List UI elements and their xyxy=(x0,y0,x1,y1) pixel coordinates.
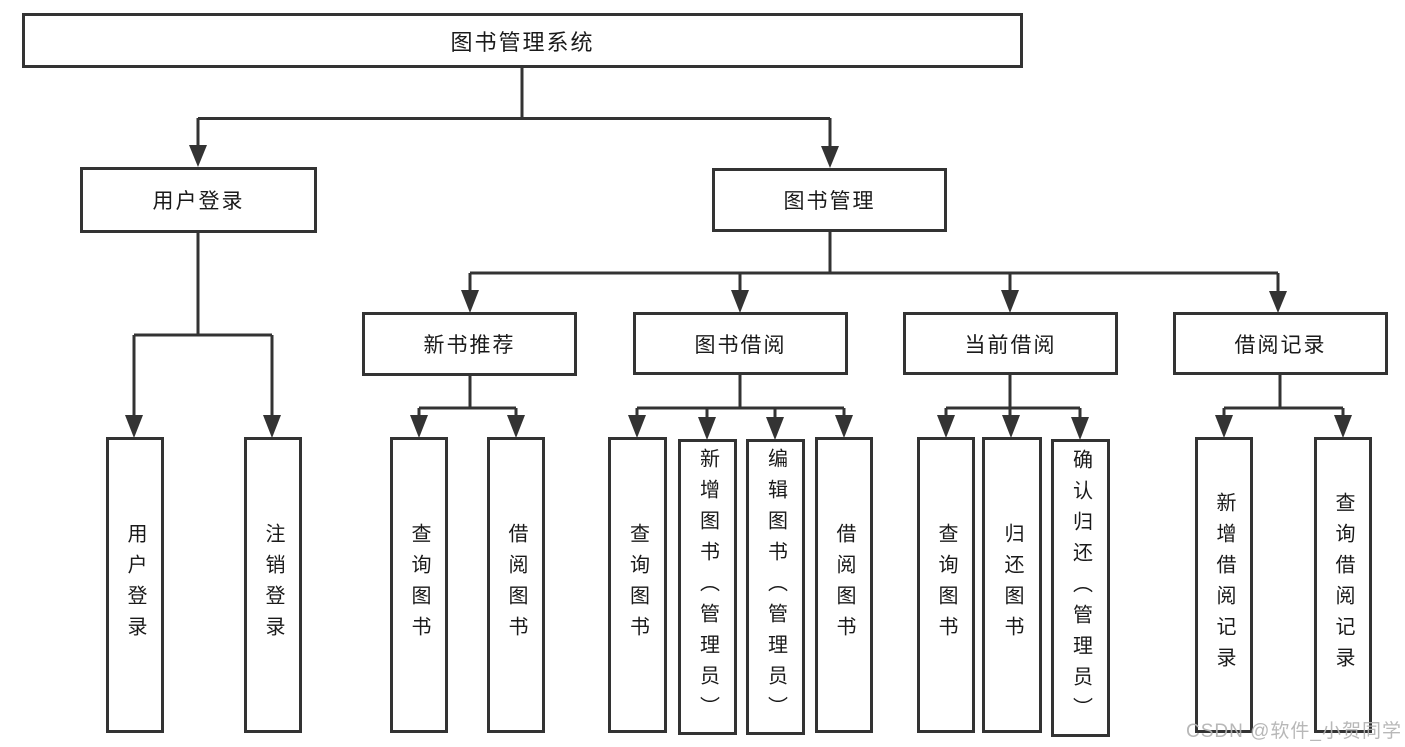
node-label: 图书借阅 xyxy=(694,333,787,357)
leaf-borrow-books-borrowing: 借阅图书 xyxy=(815,437,873,733)
node-label: 借阅图书 xyxy=(833,523,855,647)
node-label: 注销登录 xyxy=(262,523,284,647)
node-label: 查询图书 xyxy=(626,523,649,647)
node-label: 确认归还（管理员） xyxy=(1069,448,1092,728)
node-label: 图书管理 xyxy=(783,190,876,213)
node-label: 查询借阅记录 xyxy=(1332,492,1354,678)
leaf-add-borrow-record: 新增借阅记录 xyxy=(1195,437,1253,733)
leaf-user-login: 用户登录 xyxy=(106,437,164,733)
leaf-logout: 注销登录 xyxy=(244,437,302,733)
node-book-borrowing: 图书借阅 xyxy=(633,312,848,375)
node-label: 查询图书 xyxy=(935,523,957,647)
leaf-query-books-current: 查询图书 xyxy=(917,437,975,733)
node-user-login: 用户登录 xyxy=(80,167,317,233)
node-label: 查询图书 xyxy=(408,523,430,647)
node-label: 图书管理系统 xyxy=(450,29,595,55)
node-label: 新书推荐 xyxy=(423,334,516,357)
leaf-borrow-books-recommend: 借阅图书 xyxy=(487,437,545,733)
node-label: 借阅图书 xyxy=(505,523,527,647)
node-label: 归还图书 xyxy=(1001,523,1023,647)
watermark: CSDN @软件_小贺同学 xyxy=(1186,721,1402,742)
leaf-query-books-borrowing: 查询图书 xyxy=(608,437,667,733)
node-new-book-recommendation: 新书推荐 xyxy=(362,312,577,376)
leaf-confirm-return-admin: 确认归还（管理员） xyxy=(1051,439,1110,737)
node-library-management-system: 图书管理系统 xyxy=(22,13,1023,68)
leaf-query-books-recommend: 查询图书 xyxy=(390,437,448,733)
node-book-management: 图书管理 xyxy=(712,168,947,232)
node-borrowing-records: 借阅记录 xyxy=(1173,312,1388,375)
node-label: 新增图书（管理员） xyxy=(696,447,719,727)
node-label: 用户登录 xyxy=(124,523,146,647)
node-label: 新增借阅记录 xyxy=(1213,492,1235,678)
leaf-return-books: 归还图书 xyxy=(982,437,1042,733)
leaf-query-borrow-record: 查询借阅记录 xyxy=(1314,437,1372,733)
node-label: 当前借阅 xyxy=(964,333,1057,357)
node-current-borrowing: 当前借阅 xyxy=(903,312,1118,375)
node-label: 用户登录 xyxy=(152,190,245,213)
node-label: 编辑图书（管理员） xyxy=(764,447,787,727)
leaf-edit-books-admin: 编辑图书（管理员） xyxy=(746,439,805,735)
leaf-add-books-admin: 新增图书（管理员） xyxy=(678,439,737,735)
node-label: 借阅记录 xyxy=(1234,333,1327,357)
